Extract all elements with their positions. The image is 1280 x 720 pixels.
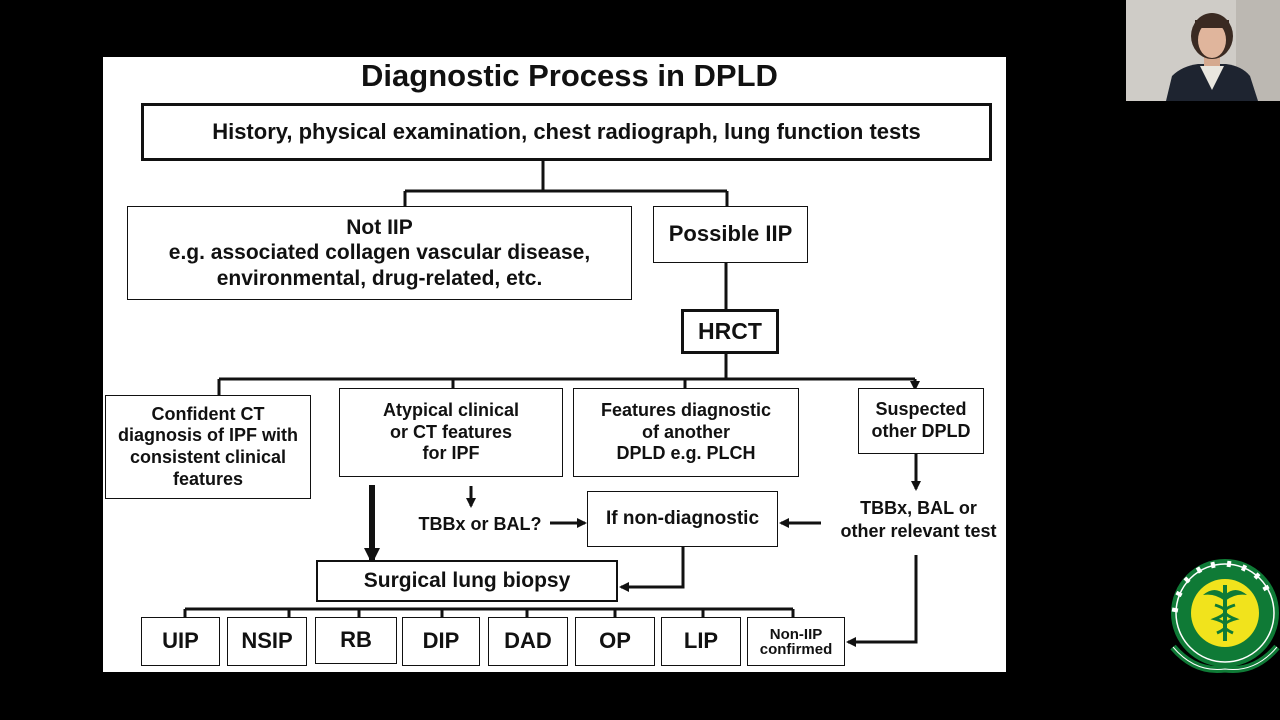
presenter-video — [1126, 0, 1280, 101]
slide-title: Diagnostic Process in DPLD — [361, 58, 778, 93]
history-text: History, physical examination, chest rad… — [212, 118, 921, 144]
history-box: History, physical examination, chest rad… — [141, 103, 992, 161]
confident-line: consistent clinical — [129, 447, 287, 467]
outcome-label: UIP — [162, 628, 199, 654]
surgical-biopsy-label: Surgical lung biopsy — [363, 569, 571, 593]
not-iip-line1: e.g. associated collagen vascular diseas… — [168, 241, 591, 265]
non-diagnostic-box: If non-diagnostic — [587, 491, 778, 547]
features-line: Features diagnostic — [600, 400, 772, 421]
outcome-non-iip-confirmed: Non-IIP confirmed — [747, 617, 845, 666]
suspected-dpld-box: Suspected other DPLD — [858, 388, 984, 454]
tbbx-other-line: other relevant test — [840, 520, 997, 541]
hrct-box: HRCT — [681, 309, 779, 354]
tbbx-bal-label: TBBx or BAL? — [418, 514, 542, 534]
confident-line: diagnosis of IPF with — [118, 425, 298, 446]
outcome-label: RB — [340, 627, 372, 653]
tbbx-other-line: TBBx, BAL or — [860, 498, 977, 518]
atypical-box: Atypical clinical or CT features for IPF — [339, 388, 563, 477]
outcome-label: DAD — [504, 628, 552, 654]
not-iip-box: Not IIP e.g. associated collagen vascula… — [127, 206, 632, 300]
outcome-label: DIP — [422, 628, 460, 654]
outcome-label: LIP — [683, 628, 719, 654]
tbbx-other-test: TBBx, BAL or other relevant test — [831, 497, 1006, 542]
outcome-uip: UIP — [141, 617, 220, 666]
slide: Diagnostic Process in DPLD — [103, 57, 1006, 672]
outcome-label: NSIP — [241, 628, 293, 654]
atypical-line: for IPF — [422, 443, 480, 464]
non-iip-line: Non-IIP — [769, 625, 823, 643]
confident-line: features — [172, 468, 244, 489]
features-line: DPLD e.g. PLCH — [616, 443, 756, 464]
outcome-label: OP — [599, 628, 631, 654]
university-seal-icon — [1170, 559, 1280, 674]
suspected-line: other DPLD — [871, 421, 971, 441]
possible-iip-box: Possible IIP — [653, 206, 808, 263]
non-diagnostic-label: If non-diagnostic — [605, 507, 760, 529]
features-diagnostic-box: Features diagnostic of another DPLD e.g.… — [573, 388, 799, 477]
outcome-dip: DIP — [402, 617, 480, 666]
outcome-op: OP — [575, 617, 655, 666]
not-iip-heading: Not IIP — [346, 216, 413, 240]
not-iip-line2: environmental, drug-related, etc. — [216, 266, 543, 290]
hrct-label: HRCT — [698, 317, 762, 344]
outcome-rb: RB — [315, 617, 397, 664]
surgical-biopsy-box: Surgical lung biopsy — [316, 560, 618, 602]
outcome-nsip: NSIP — [227, 617, 307, 666]
university-logo — [1165, 555, 1280, 675]
presenter-video-icon — [1126, 0, 1280, 101]
confident-ct-box: Confident CT diagnosis of IPF with consi… — [105, 395, 311, 499]
atypical-line: or CT features — [389, 421, 513, 442]
flow-connectors — [183, 159, 921, 647]
confident-line: Confident CT — [151, 403, 265, 424]
suspected-line: Suspected — [875, 399, 967, 420]
features-line: of another — [642, 421, 730, 442]
outcome-lip: LIP — [661, 617, 741, 666]
non-iip-line: confirmed — [759, 640, 833, 658]
possible-iip-label: Possible IIP — [668, 221, 793, 247]
outcome-dad: DAD — [488, 617, 568, 666]
atypical-line: Atypical clinical — [382, 400, 520, 421]
